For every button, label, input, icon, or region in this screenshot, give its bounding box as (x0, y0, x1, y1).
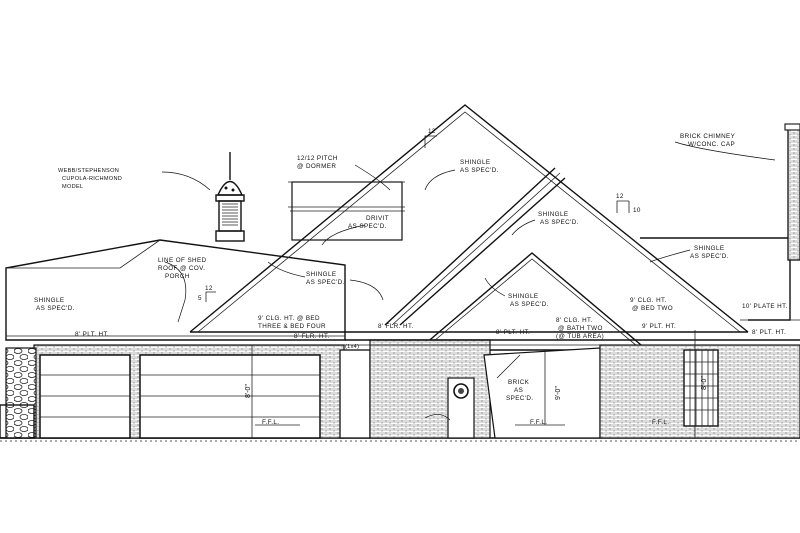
shingle-left-2: AS SPEC'D. (36, 305, 75, 312)
shingle-right-2: AS SPEC'D. (690, 253, 729, 260)
garage-door-right (139, 354, 321, 439)
pitch-label-1: 12/12 PITCH (297, 155, 338, 162)
brick-label-1: BRICK (508, 379, 530, 386)
plate-ht-label: 10' PLATE HT. (742, 303, 788, 310)
plt-ht-left: 8' PLT. HT. (75, 331, 109, 338)
shingle-gable-2: AS SPEC'D. (510, 301, 549, 308)
shingle-right-1: SHINGLE (694, 245, 724, 252)
drivit-label-1: DRIVIT (366, 215, 389, 222)
left-roof (5, 239, 346, 341)
pitch-10-a: 10 (633, 207, 641, 214)
clg-right-2: @ BED TWO (632, 305, 673, 312)
chimney (784, 123, 800, 261)
chimney-label-1: BRICK CHIMNEY (680, 133, 736, 140)
brick-label-3: SPEC'D. (506, 395, 533, 402)
clg-bath-1: 8' CLG. HT. (556, 317, 593, 324)
pitch-12-a: 12 (428, 128, 436, 135)
side-door (339, 349, 371, 439)
dim-c: 8'-0" (701, 376, 708, 390)
clg-bath-2: @ BATH TWO (558, 325, 603, 332)
clg-bath-3: (@ TUB AREA) (556, 333, 604, 340)
dim-a: 8'-0" (245, 384, 252, 398)
cupola-label-1: WEBB/STEPHENSON (58, 168, 119, 174)
bedroom-window (683, 349, 719, 427)
shed-label-2: ROOF @ COV. (158, 265, 205, 272)
plt-ht-c: 8' PLT. HT. (496, 329, 530, 336)
garage-door-left (39, 354, 131, 439)
cupola-label-3: MODEL (62, 184, 83, 190)
shingle-mid-2: AS SPEC'D. (540, 219, 579, 226)
clg-bed-1: 9' CLG. HT. @ BED (258, 315, 320, 322)
stone-pier (5, 347, 37, 439)
ffl-c: F.F.L. (652, 419, 669, 426)
shed-label-1: LINE OF SHED (158, 257, 207, 264)
drivit-label-2: AS SPEC'D. (348, 223, 387, 230)
main-gable-roof (189, 104, 749, 333)
front-gable (416, 252, 649, 351)
shingle-left-1: SHINGLE (34, 297, 64, 304)
gutter-ref: (1x4) (345, 344, 359, 350)
pitch-5: 5 (198, 295, 202, 302)
clg-right-1: 9' CLG. HT. (630, 297, 667, 304)
flr-ht-a: 8' FLR. HT. (294, 333, 330, 340)
shingle-center-2: AS SPEC'D. (306, 279, 345, 286)
shingle-top-2: AS SPEC'D. (460, 167, 499, 174)
entry-door (447, 377, 475, 439)
ffl-b: F.F.L. (530, 419, 547, 426)
flr-ht-b: 8' FLR. HT. (378, 323, 414, 330)
shed-label-3: PORCH (165, 273, 190, 280)
pitch-label-2: @ DORMER (297, 163, 336, 170)
cupola-label-2: CUPOLA-RICHMOND (62, 176, 122, 182)
clg-bed-2: THREE & BED FOUR (258, 323, 326, 330)
pitch-12-c: 12 (205, 285, 213, 292)
cupola (215, 152, 245, 242)
ffl-a: F.F.L. (262, 419, 279, 426)
shingle-top-1: SHINGLE (460, 159, 490, 166)
shingle-mid-1: SHINGLE (538, 211, 568, 218)
plt-ht-e: 8' PLT. HT. (752, 329, 786, 336)
brick-label-2: AS (514, 387, 523, 394)
chimney-label-2: W/CONC. CAP (688, 141, 735, 148)
shingle-gable-1: SHINGLE (508, 293, 538, 300)
pitch-12-b: 12 (616, 193, 624, 200)
shingle-center-1: SHINGLE (306, 271, 336, 278)
plt-ht-d: 9' PLT. HT. (642, 323, 676, 330)
dim-b: 9'-0" (555, 386, 562, 400)
